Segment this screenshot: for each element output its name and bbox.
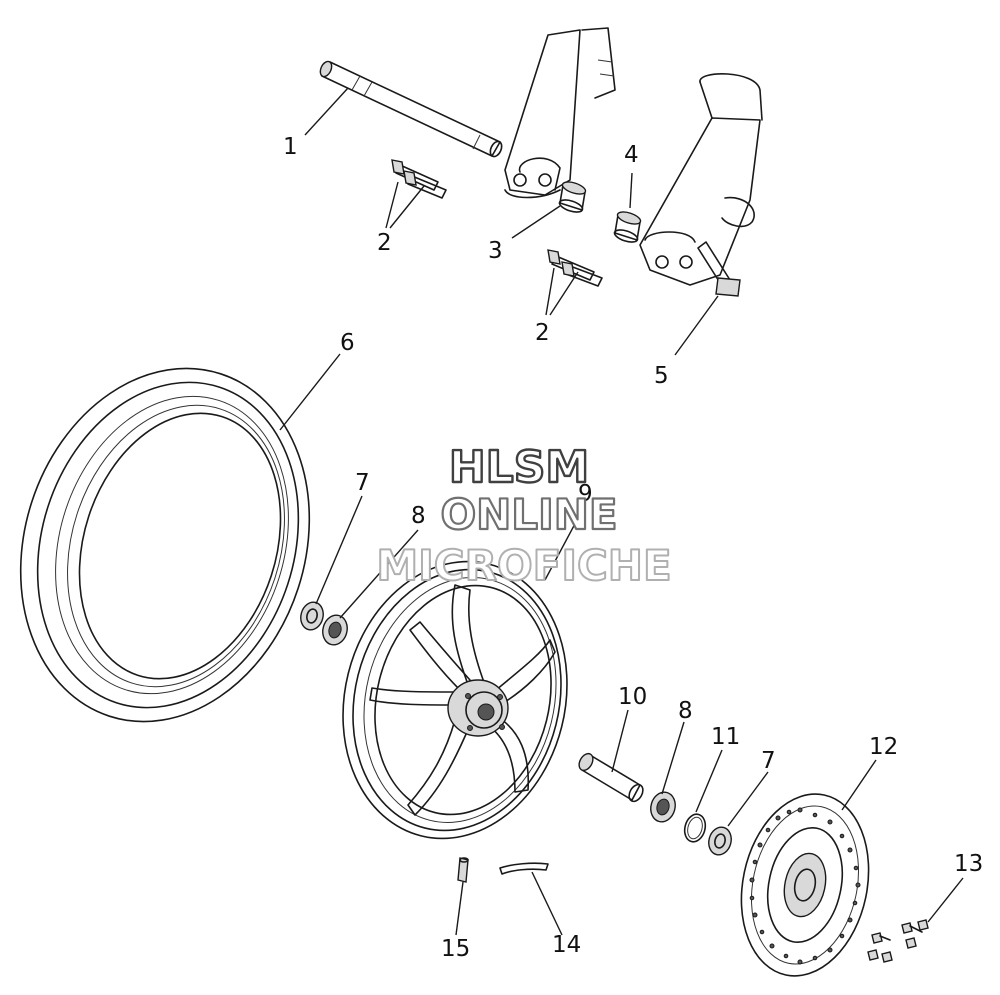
watermark-line-3: MICROFICHE [376, 541, 671, 590]
callout-7-left: 7 [355, 470, 370, 496]
callout-6: 6 [340, 330, 355, 356]
axle-pinch-bolt-part-5 [697, 241, 741, 297]
callout-11: 11 [711, 724, 740, 750]
wheel-spacer-part-10 [578, 752, 644, 803]
watermark: HLSM ONLINE MICROFICHE [375, 441, 672, 591]
axle-part-1 [319, 60, 503, 158]
watermark-line-1: HLSM [449, 442, 589, 493]
watermark-line-2: ONLINE [440, 490, 617, 539]
callout-10: 10 [618, 684, 647, 710]
right-fork-leg [639, 73, 763, 286]
callout-3: 3 [488, 238, 503, 264]
callout-5: 5 [654, 363, 669, 389]
callout-4: 4 [624, 142, 639, 168]
bearing-part-8-left [322, 614, 348, 646]
callout-8-right: 8 [678, 698, 693, 724]
oil-seal-part-7-right [708, 826, 732, 856]
leader-lines [279, 87, 964, 936]
callout-1: 1 [283, 134, 298, 160]
callout-14: 14 [552, 932, 581, 958]
left-fork-leg [504, 27, 616, 199]
callout-2-lower: 2 [535, 320, 550, 346]
callout-2-upper: 2 [377, 230, 392, 256]
rim-strip-part-14 [499, 862, 549, 875]
valve-part-15 [457, 857, 469, 883]
callout-15: 15 [441, 936, 470, 962]
spacer-part-3 [558, 181, 587, 213]
callout-12: 12 [869, 734, 898, 760]
brake-disc-part-12 [740, 793, 870, 977]
callout-7-right: 7 [761, 748, 776, 774]
callout-8-left: 8 [411, 503, 426, 529]
pinch-bolts-upper-part-2 [391, 159, 447, 199]
oil-seal-part-7-left [300, 601, 324, 631]
bearing-part-8-right [650, 791, 676, 823]
callout-13: 13 [954, 851, 983, 877]
spacer-part-4 [613, 211, 642, 243]
pinch-bolts-lower-part-2 [547, 249, 603, 287]
circlip-part-11 [683, 813, 707, 843]
tire-part-6 [19, 367, 311, 723]
disc-bolts-part-13 [867, 919, 929, 963]
wheel-rim-part-9 [342, 560, 568, 840]
callout-9: 9 [578, 481, 593, 507]
